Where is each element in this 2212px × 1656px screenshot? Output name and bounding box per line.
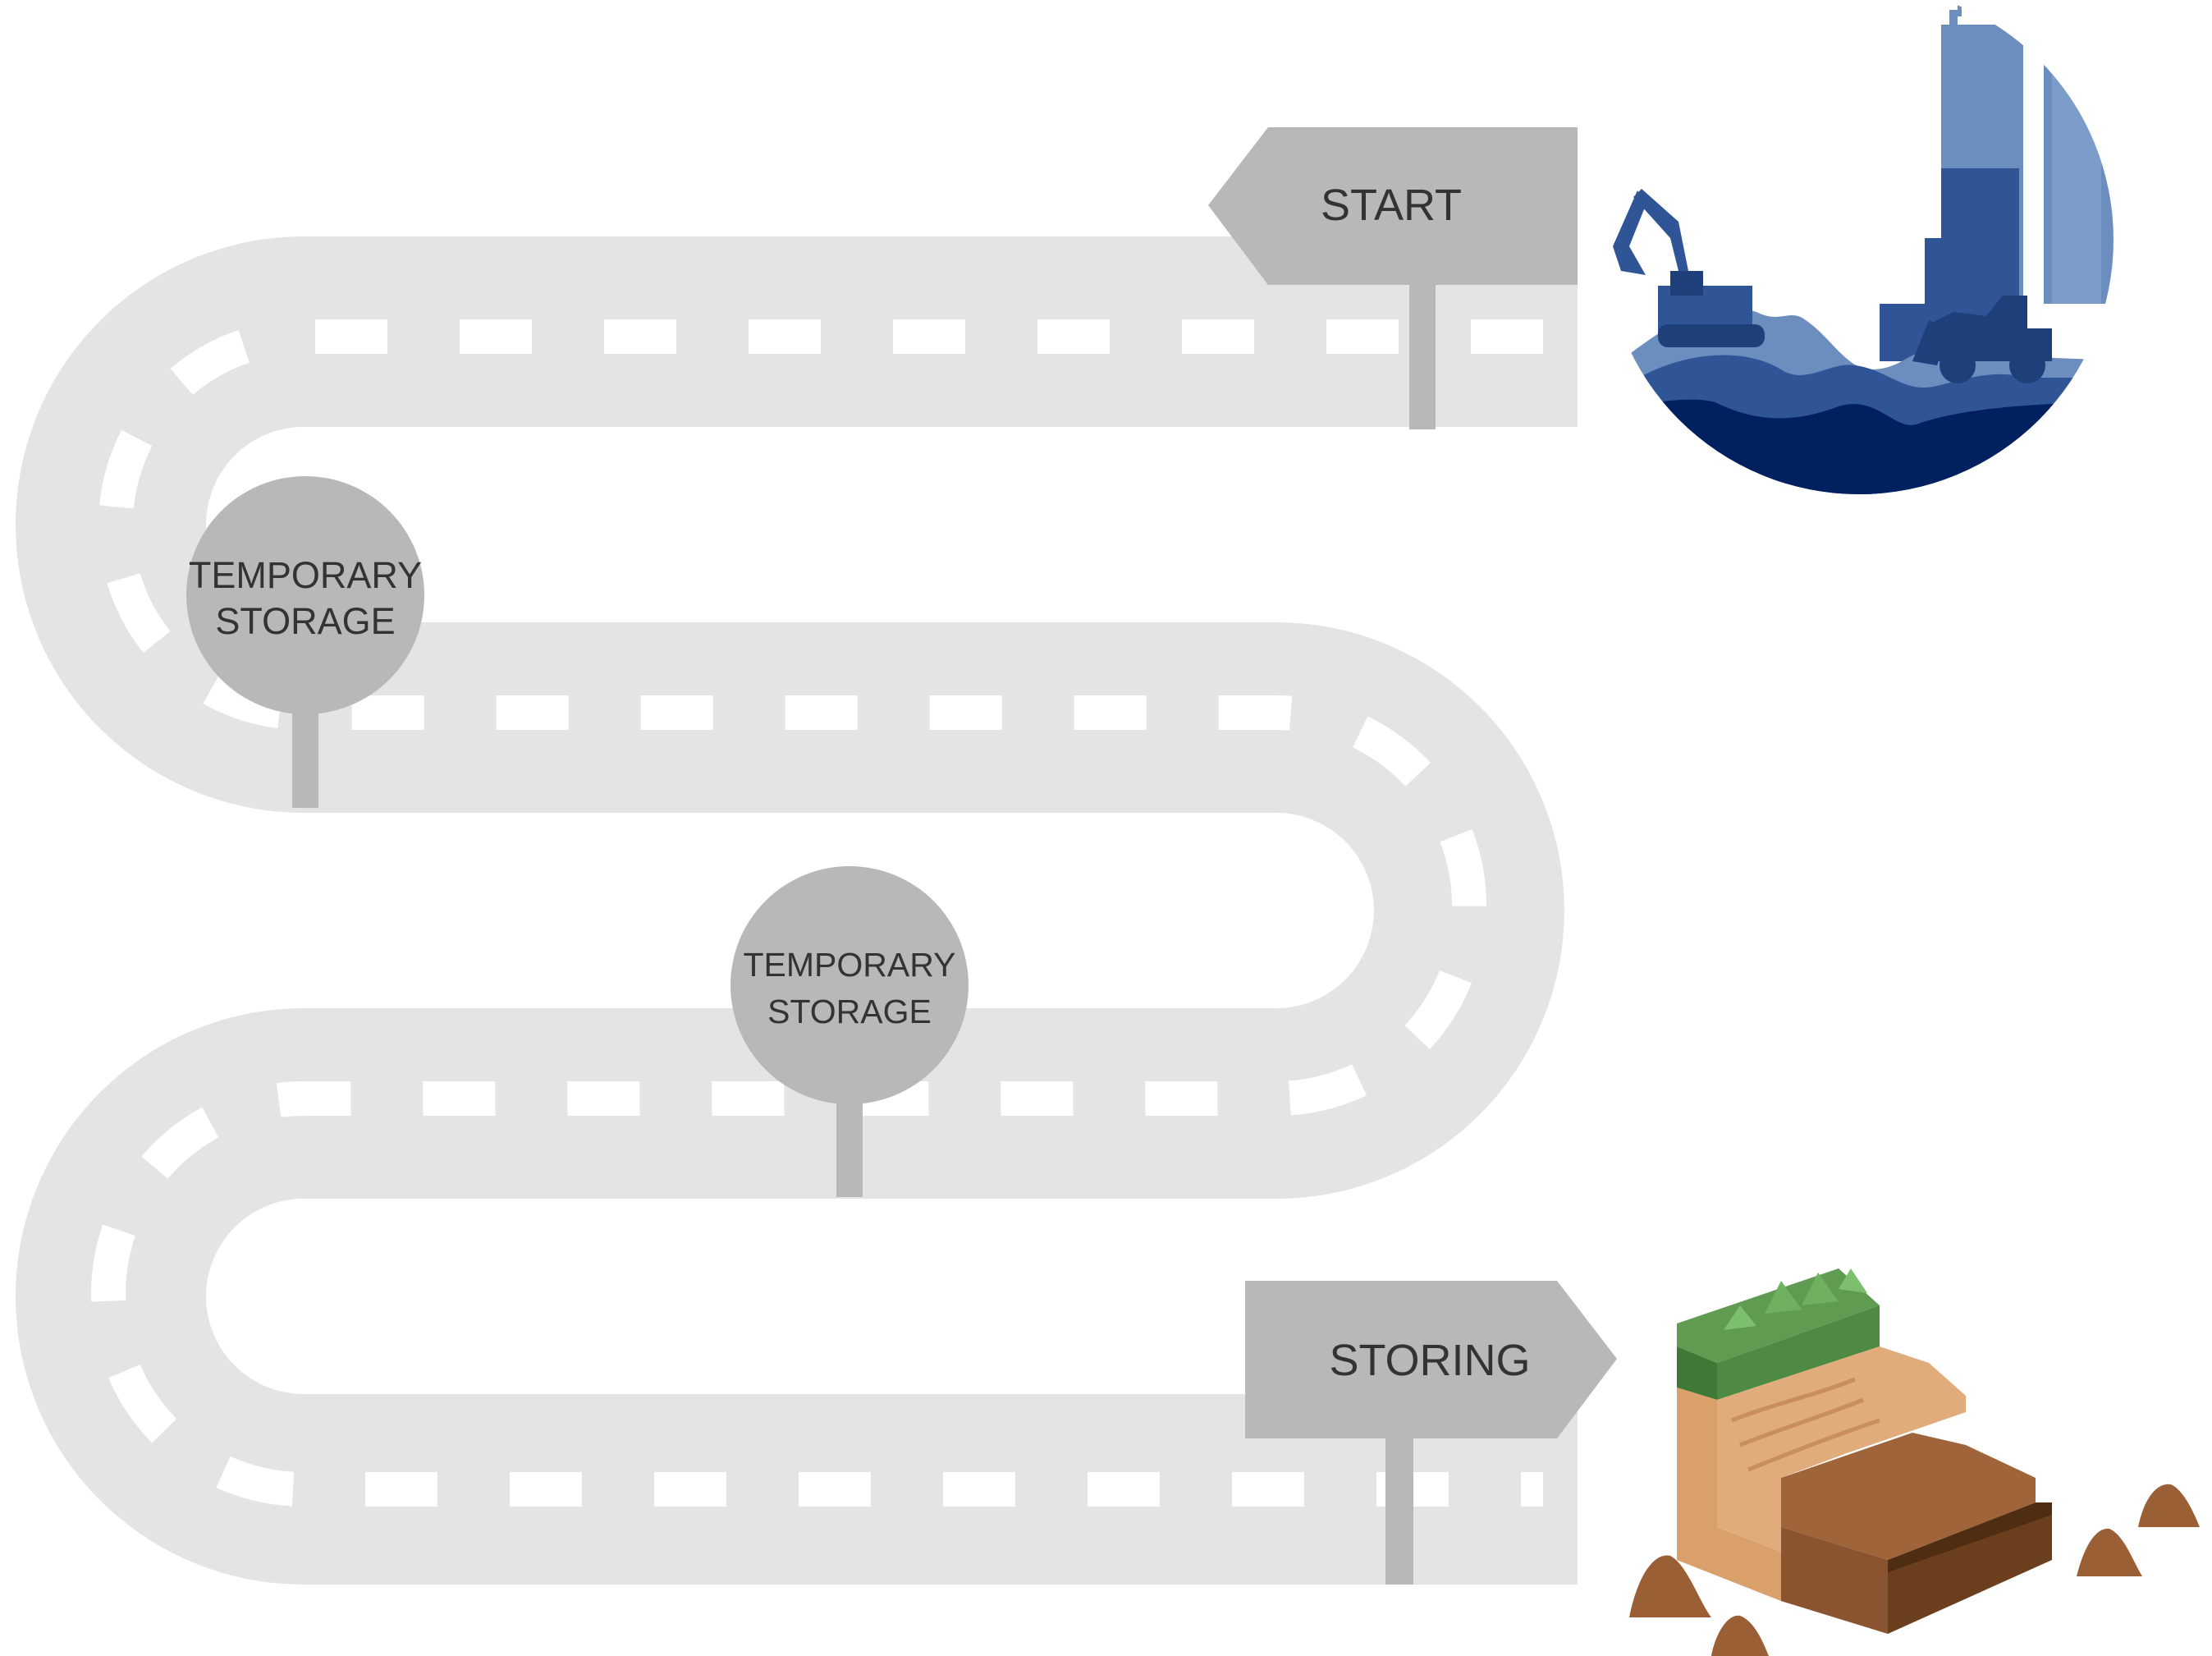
temporary-storage-stop-1: TEMPORARY STORAGE xyxy=(186,476,424,808)
stop-label-line2: STORAGE xyxy=(215,600,395,642)
construction-site-icon xyxy=(1605,0,2114,494)
soil-pile-icon xyxy=(1629,1484,2200,1656)
winding-road xyxy=(16,236,1578,1585)
road-center-dashes xyxy=(91,319,1543,1507)
temporary-storage-stop-2: TEMPORARY STORAGE xyxy=(730,866,969,1197)
start-sign: START xyxy=(1208,127,1578,429)
stop-label-line2: STORAGE xyxy=(767,993,932,1030)
storing-label: STORING xyxy=(1329,1336,1530,1385)
stop-label-line1: TEMPORARY xyxy=(189,554,422,596)
start-sign-post xyxy=(1409,283,1436,429)
stop-label-line1: TEMPORARY xyxy=(744,946,956,984)
wheel-loader-icon xyxy=(1912,296,2052,383)
storing-sign-board xyxy=(1245,1281,1617,1438)
start-sign-board xyxy=(1208,127,1578,285)
storing-sign-post xyxy=(1385,1437,1413,1585)
excavator-icon xyxy=(1613,189,1765,347)
stop-post xyxy=(836,1096,863,1197)
start-label: START xyxy=(1321,181,1462,230)
soil-layers-icon xyxy=(1629,1268,2200,1656)
stop-sign-circle xyxy=(730,866,969,1104)
stop-sign-circle xyxy=(186,476,424,714)
stop-post xyxy=(292,708,318,808)
storing-sign: STORING xyxy=(1245,1281,1617,1585)
